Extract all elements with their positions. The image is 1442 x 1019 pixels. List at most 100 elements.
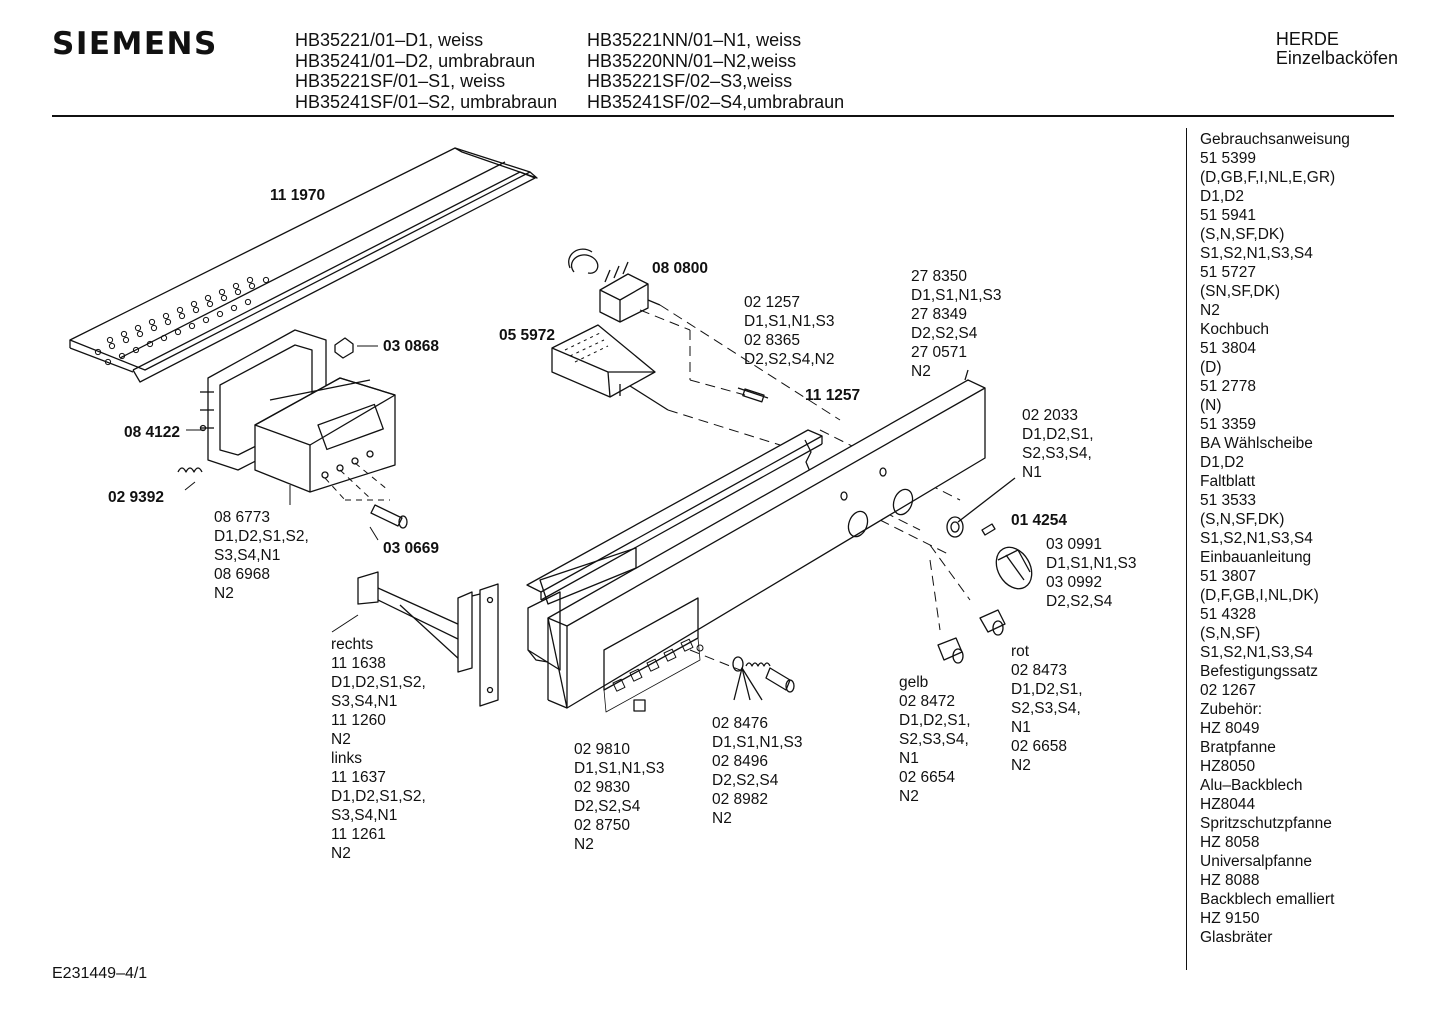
part-label-111970: 11 1970 [270,187,326,204]
documentation-list-item: N2 [1200,302,1220,319]
part-label-line: N1 [1011,719,1031,736]
side-bracket-part [357,571,499,707]
part-label-line: D1,D2,S1,S2, [214,528,309,545]
category-title: HERDE [1275,29,1339,49]
part-label-line: 11 1638 [331,655,386,672]
documentation-list-item: S1,S2,N1,S3,S4 [1200,245,1313,262]
documentation-list-item: HZ 8088 [1200,872,1260,889]
model-line: HB35221SF/01–S1, weiss [295,71,506,92]
part-label-line: D1,D2,S1,S2, [331,788,426,805]
documentation-list-item: (N) [1200,397,1222,414]
model-list-left: HB35221/01–D1, weiss HB35241/01–D2, umbr… [295,30,557,113]
documentation-list-item: 02 1267 [1200,682,1257,699]
category-subtitle: Einzelbacköfen [1275,48,1398,68]
documentation-list-item: (SN,SF,DK) [1200,283,1281,300]
part-label-line: 08 6968 [214,566,271,583]
documentation-list-item: (D) [1200,359,1222,376]
knob-hole [892,488,914,516]
documentation-list-item: Universalpfanne [1200,853,1313,870]
part-label-line: S3,S4,N1 [331,807,398,824]
part-label-029392: 02 9392 [108,489,165,506]
button-pin-part [370,504,408,529]
panel-frame-part [527,547,637,671]
brand-logo: SIEMENS [52,26,218,62]
model-line: HB35220NN/01–N2,weiss [587,50,797,71]
documentation-list-item: 51 5727 [1200,264,1257,281]
part-label-line: 02 2033 [1022,407,1079,424]
part-label-line: links [331,750,363,767]
part-label-line: 27 0571 [911,344,968,361]
part-label-line: 02 8496 [712,753,769,770]
documentation-list-item: 51 3533 [1200,492,1257,509]
documentation-list-item: (S,N,SF,DK) [1200,226,1285,243]
model-line: HB35241SF/02–S4,umbrabraun [587,92,845,113]
part-label-line: D1,S1,N1,S3 [574,760,665,777]
display-window [603,597,701,713]
documentation-list-item: Bratpfanne [1200,739,1276,756]
pin-part [737,387,769,403]
documentation-list-item: 51 5399 [1200,150,1257,167]
documentation-list-item: (D,F,GB,I,NL,DK) [1200,587,1319,604]
sidebar-divider [1186,128,1187,970]
part-label-line: D1,S1,N1,S3 [911,287,1002,304]
part-label-line: 03 0991 [1046,536,1103,553]
rail-vent-holes [94,276,270,366]
panel-buttons [612,638,704,692]
model-line: HB35221SF/02–S3,weiss [587,71,793,92]
thermostat-part [568,248,661,323]
part-label-line: D2,S2,S4 [712,772,779,789]
part-label-line: 11 1261 [331,826,386,843]
knob-hole [847,510,869,538]
documentation-list-item: S1,S2,N1,S3,S4 [1200,530,1313,547]
part-label-014254: 01 4254 [1011,512,1068,529]
part-label-line: rechts [331,636,374,653]
part-label-line: 08 6773 [214,509,271,526]
documentation-list-item: HZ 8058 [1200,834,1260,851]
part-label-055972: 05 5972 [499,327,556,344]
part-label-080800: 08 0800 [652,260,709,277]
documentation-list: Gebrauchsanweisung 51 5399 (D,GB,F,I,NL,E,… [1200,130,1350,947]
screw-hole [879,467,887,477]
document-id: E231449–4/1 [52,965,148,982]
part-label-line: D2,S2,S4 [1046,593,1113,610]
documentation-list-item: 51 4328 [1200,606,1257,623]
documentation-list-item: HZ 8049 [1200,720,1260,737]
header-divider [52,115,1394,117]
documentation-list-item: (S,N,SF) [1200,625,1261,642]
part-label-line: 02 8982 [712,791,769,808]
documentation-list-item: D1,D2 [1200,454,1244,471]
button-spring-part [732,656,795,701]
documentation-list-item: (D,GB,F,I,NL,E,GR) [1200,169,1336,186]
control-panel-part [547,369,986,709]
part-label-111257: 11 1257 [805,387,861,404]
documentation-list-item: D1,D2 [1200,188,1244,205]
model-line: HB35241SF/01–S2, umbrabraun [295,92,558,113]
clip-part [334,337,354,359]
screw-hole [840,491,848,501]
part-label-line: S3,S4,N1 [214,547,281,564]
model-line: HB35241/01–D2, umbrabraun [295,50,536,71]
part-label-line: 11 1637 [331,769,386,786]
spring-part [177,467,203,473]
screw-parts [199,391,214,432]
part-label-line: 02 8365 [744,332,801,349]
documentation-list-item: Spritzschutzpfanne [1200,815,1332,832]
model-line: HB35221NN/01–N1, weiss [587,30,802,50]
part-label-line: 02 9830 [574,779,631,796]
part-label-line: rot [1011,643,1030,660]
documentation-list-item: HZ8044 [1200,796,1256,813]
part-label-line: S2,S3,S4, [899,731,969,748]
part-label-line: 27 8350 [911,268,968,285]
documentation-list-item: 51 3804 [1200,340,1257,357]
documentation-list-item: Gebrauchsanweisung [1200,131,1350,148]
part-label-line: gelb [899,674,929,691]
documentation-list-item: 51 5941 [1200,207,1257,224]
part-label-line: D1,D2,S1, [1022,426,1094,443]
part-label-line: 03 0992 [1046,574,1103,591]
part-label-line: S2,S3,S4, [1011,700,1081,717]
